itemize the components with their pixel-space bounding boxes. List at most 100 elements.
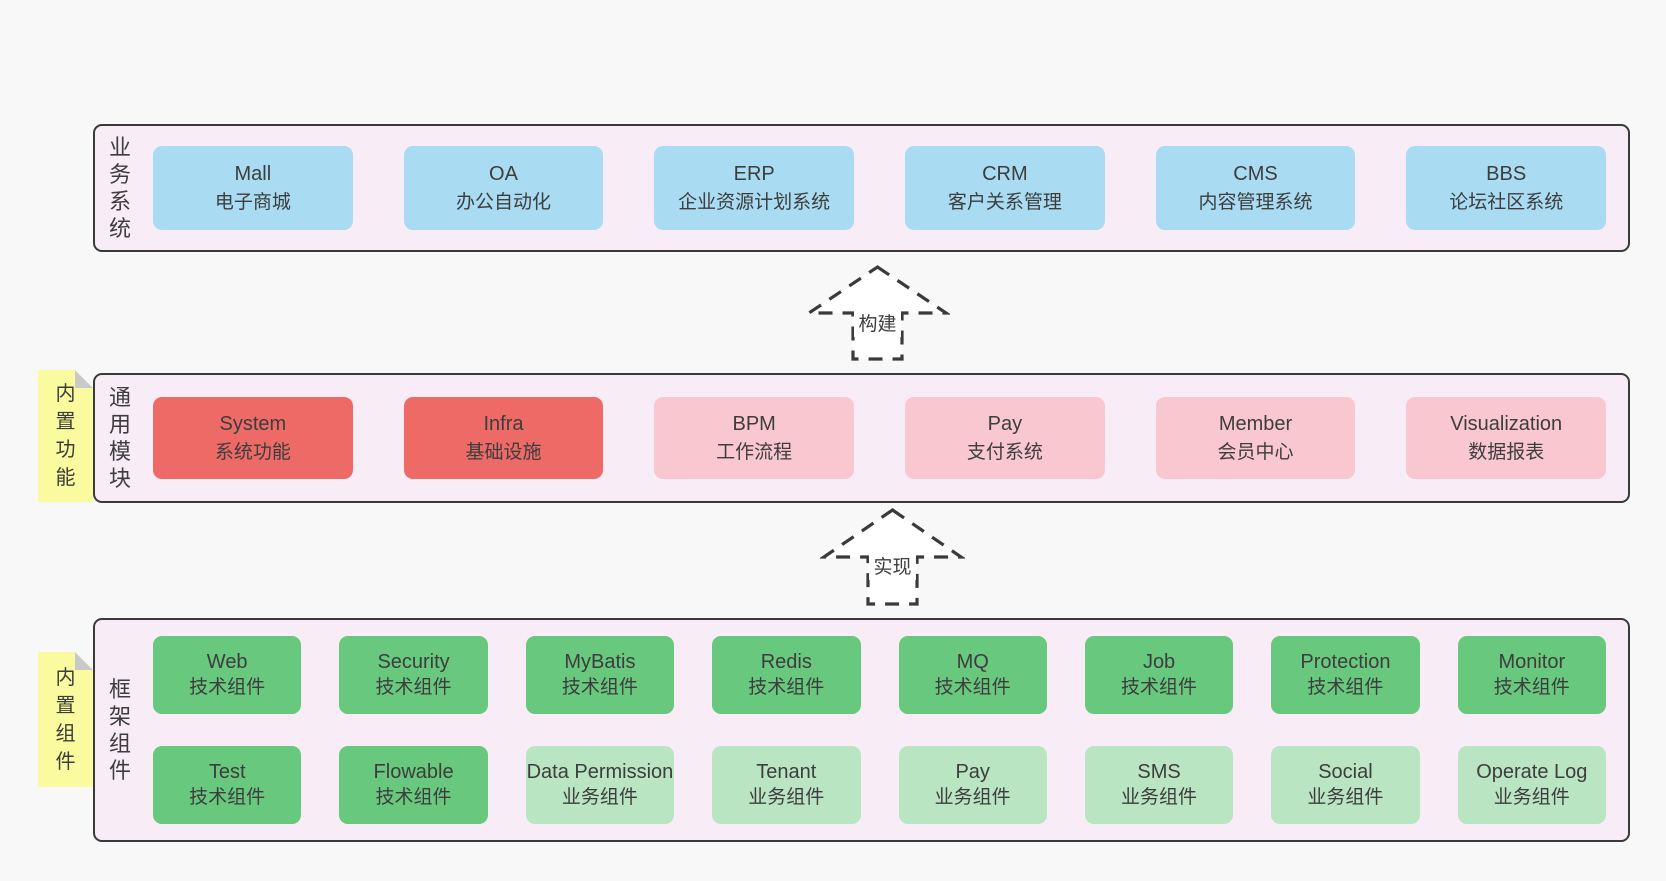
box-zh: 系统功能 [214,441,291,463]
box-en: Infra [483,412,524,435]
box-bbs: BBS 论坛社区系统 [1406,146,1607,230]
box-zh: 业务组件 [1307,787,1384,808]
arrow-build-label: 构建 [805,308,950,337]
box-mq: MQ 技术组件 [898,636,1047,714]
box-en: Protection [1300,651,1391,673]
component-row-2: Test 技术组件 Flowable 技术组件 Data Permission … [153,746,1606,824]
folded-corner-icon [75,652,93,670]
sticky-text: 内置组件 [55,666,76,773]
box-en: Monitor [1498,651,1566,673]
box-bpm: BPM 工作流程 [654,397,855,479]
box-en: Operate Log [1476,761,1588,783]
box-job: Job 技术组件 [1084,636,1234,714]
box-en: OA [489,162,518,185]
box-zh: 办公自动化 [456,191,552,213]
layer-label-business: 业务系统 [108,135,131,241]
box-zh: 基础设施 [465,441,542,463]
sticky-note-builtin-features: 内置功能 [38,370,93,502]
box-en: MyBatis [564,651,636,673]
box-flowable: Flowable 技术组件 [339,746,488,824]
sticky-note-builtin-components: 内置组件 [38,652,93,787]
box-member: Member 会员中心 [1155,397,1356,479]
box-pay-component: Pay 业务组件 [898,746,1047,824]
business-boxes-row: Mall 电子商城 OA 办公自动化 ERP 企业资源计划系统 CRM 客户关系… [153,146,1607,230]
box-infra: Infra 基础设施 [403,397,604,479]
box-crm: CRM 客户关系管理 [905,146,1105,230]
box-en: BBS [1486,162,1527,185]
box-zh: 业务组件 [1121,787,1198,808]
box-monitor: Monitor 技术组件 [1457,636,1606,714]
box-zh: 会员中心 [1217,441,1294,463]
box-en: Job [1142,651,1176,673]
box-security: Security 技术组件 [339,636,488,714]
box-en: Tenant [756,761,817,783]
box-en: Visualization [1450,412,1563,435]
box-en: Pay [955,761,990,783]
box-en: SMS [1137,761,1181,783]
box-zh: 数据报表 [1468,441,1545,463]
box-operate-log: Operate Log 业务组件 [1457,746,1606,824]
box-zh: 技术组件 [748,677,825,698]
box-zh: 业务组件 [934,787,1011,808]
box-redis: Redis 技术组件 [712,636,861,714]
layer-business-systems: 业务系统 Mall 电子商城 OA 办公自动化 ERP 企业资源计划系统 CRM… [93,124,1630,252]
box-zh: 技术组件 [934,677,1011,698]
box-protection: Protection 技术组件 [1271,636,1420,714]
box-en: CMS [1233,162,1278,185]
box-en: Mall [234,162,272,185]
component-boxes-grid: Web 技术组件 Security 技术组件 MyBatis 技术组件 Redi… [153,636,1606,824]
box-en: BPM [732,412,776,435]
box-web: Web 技术组件 [153,636,302,714]
box-social: Social 业务组件 [1271,746,1420,824]
box-zh: 技术组件 [189,677,266,698]
box-zh: 业务组件 [748,787,825,808]
box-pay: Pay 支付系统 [905,397,1105,479]
box-en: Security [377,651,450,673]
box-en: MQ [956,651,989,673]
box-en: Redis [760,651,812,673]
box-sms: SMS 业务组件 [1084,746,1234,824]
box-mall: Mall 电子商城 [153,146,353,230]
component-row-1: Web 技术组件 Security 技术组件 MyBatis 技术组件 Redi… [153,636,1606,714]
box-zh: 技术组件 [375,787,452,808]
layer-label-modules: 通用模块 [108,385,131,491]
arrow-build-label-text: 构建 [854,308,901,337]
box-zh: 技术组件 [189,787,266,808]
box-erp: ERP 企业资源计划系统 [654,146,855,230]
box-zh: 论坛社区系统 [1449,191,1564,213]
box-zh: 工作流程 [716,441,793,463]
box-visualization: Visualization 数据报表 [1406,397,1607,479]
box-zh: 电子商城 [214,191,291,213]
box-en: Test [208,761,246,783]
box-system: System 系统功能 [153,397,353,479]
box-zh: 技术组件 [1493,677,1570,698]
box-zh: 客户关系管理 [947,191,1062,213]
box-test: Test 技术组件 [153,746,302,824]
module-boxes-row: System 系统功能 Infra 基础设施 BPM 工作流程 Pay 支付系统… [153,397,1607,479]
box-en: Member [1218,412,1293,435]
box-en: Social [1318,761,1373,783]
box-en: System [219,412,287,435]
folded-corner-icon [75,370,93,388]
box-zh: 内容管理系统 [1198,191,1313,213]
layer-common-modules: 通用模块 System 系统功能 Infra 基础设施 BPM 工作流程 Pay… [93,373,1630,503]
box-en: Data Permission [526,761,674,783]
box-zh: 业务组件 [561,787,638,808]
box-oa: OA 办公自动化 [403,146,604,230]
box-en: Pay [987,412,1023,435]
layer-label-components: 框架组件 [108,677,131,783]
box-zh: 企业资源计划系统 [678,191,831,213]
box-en: ERP [733,162,775,185]
box-data-permission: Data Permission 业务组件 [525,746,675,824]
arrow-implement-label: 实现 [820,551,965,580]
box-mybatis: MyBatis 技术组件 [525,636,675,714]
box-zh: 业务组件 [1493,787,1570,808]
box-zh: 技术组件 [561,677,638,698]
box-tenant: Tenant 业务组件 [712,746,861,824]
layer-framework-components: 框架组件 Web 技术组件 Security 技术组件 MyBatis 技术组件… [93,618,1630,842]
box-zh: 支付系统 [966,441,1043,463]
box-en: Flowable [373,761,454,783]
box-cms: CMS 内容管理系统 [1155,146,1356,230]
box-zh: 技术组件 [1307,677,1384,698]
